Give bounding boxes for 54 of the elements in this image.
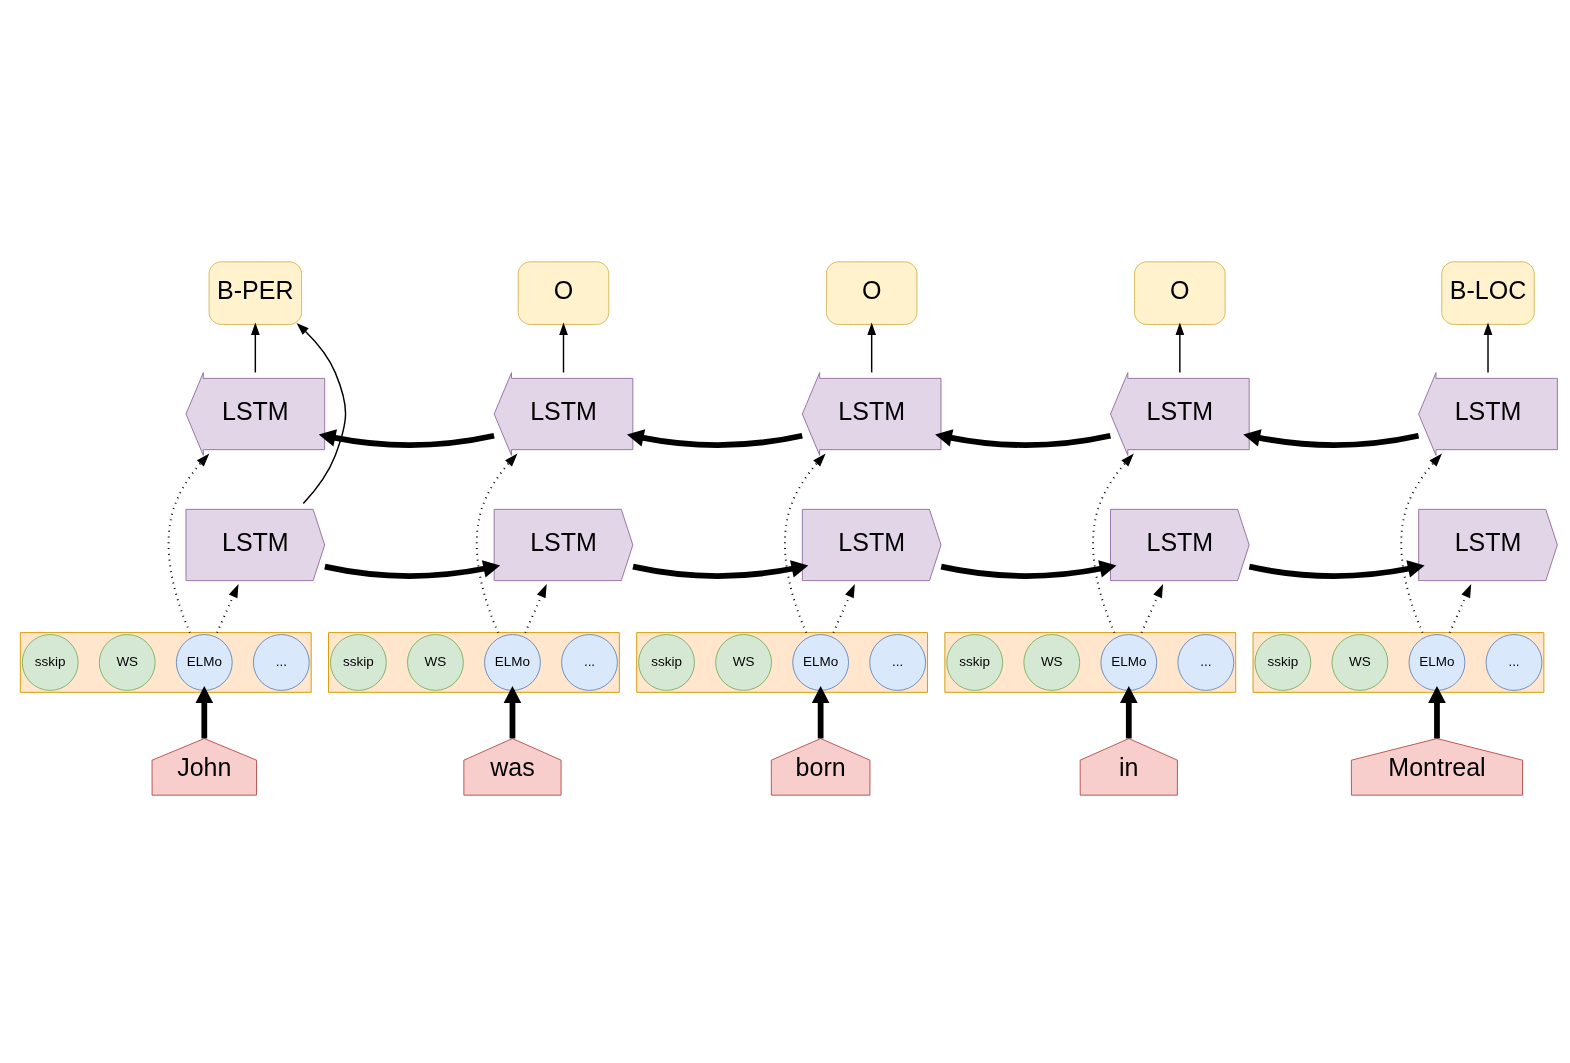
node-circle: ELMo [1100, 634, 1158, 691]
node-circle: ELMo [1408, 634, 1466, 691]
arrow [1243, 429, 1420, 448]
node-circle: sskip [638, 634, 695, 691]
node-circle: sskip [946, 634, 1004, 691]
node-circle: ELMo [175, 634, 233, 691]
node-box: B-PER [208, 261, 303, 325]
node-circle: WS [407, 634, 464, 691]
arrow [867, 322, 877, 374]
node-circle: WS [715, 634, 772, 691]
arrow [195, 686, 214, 739]
arrow [1092, 453, 1134, 634]
arrow [940, 560, 1117, 579]
arrow [475, 453, 518, 634]
arrow [1175, 322, 1185, 374]
arrow [1248, 560, 1425, 579]
arrow [935, 429, 1111, 448]
node-circle: ELMo [792, 634, 850, 691]
arrow [1140, 583, 1164, 634]
node-box: O [825, 261, 918, 325]
arrow [1428, 686, 1446, 739]
node-circle: WS [1331, 634, 1389, 691]
arrow [318, 429, 495, 448]
arrow [632, 560, 809, 579]
node-box: O [1134, 261, 1226, 325]
node-circle: sskip [1254, 634, 1312, 691]
arrow [1120, 686, 1138, 739]
arrow [832, 583, 855, 634]
node-circle: ... [252, 634, 310, 691]
arrow [626, 429, 803, 448]
node-circle: sskip [329, 634, 387, 691]
arrow [250, 322, 260, 374]
node-circle: ELMo [484, 634, 541, 691]
arrow [784, 453, 826, 634]
node-circle: ... [1177, 634, 1235, 691]
arrow [524, 583, 547, 634]
arrow [324, 560, 501, 579]
arrow [167, 453, 210, 634]
node-circle: ... [561, 634, 618, 691]
arrow [1400, 453, 1442, 634]
node-circle: sskip [21, 634, 79, 691]
node-circle: ... [869, 634, 927, 691]
arrow [811, 686, 830, 739]
node-box: O [517, 261, 610, 325]
arrow [559, 322, 568, 374]
node-circle: ... [1485, 634, 1543, 691]
node-box: B-LOC [1441, 261, 1535, 325]
arrow [1483, 322, 1493, 374]
node-circle: WS [98, 634, 156, 691]
arrow [503, 686, 522, 739]
arrow [1448, 583, 1472, 634]
node-circle: WS [1023, 634, 1081, 691]
arrow [296, 323, 347, 505]
arrow [216, 583, 239, 634]
